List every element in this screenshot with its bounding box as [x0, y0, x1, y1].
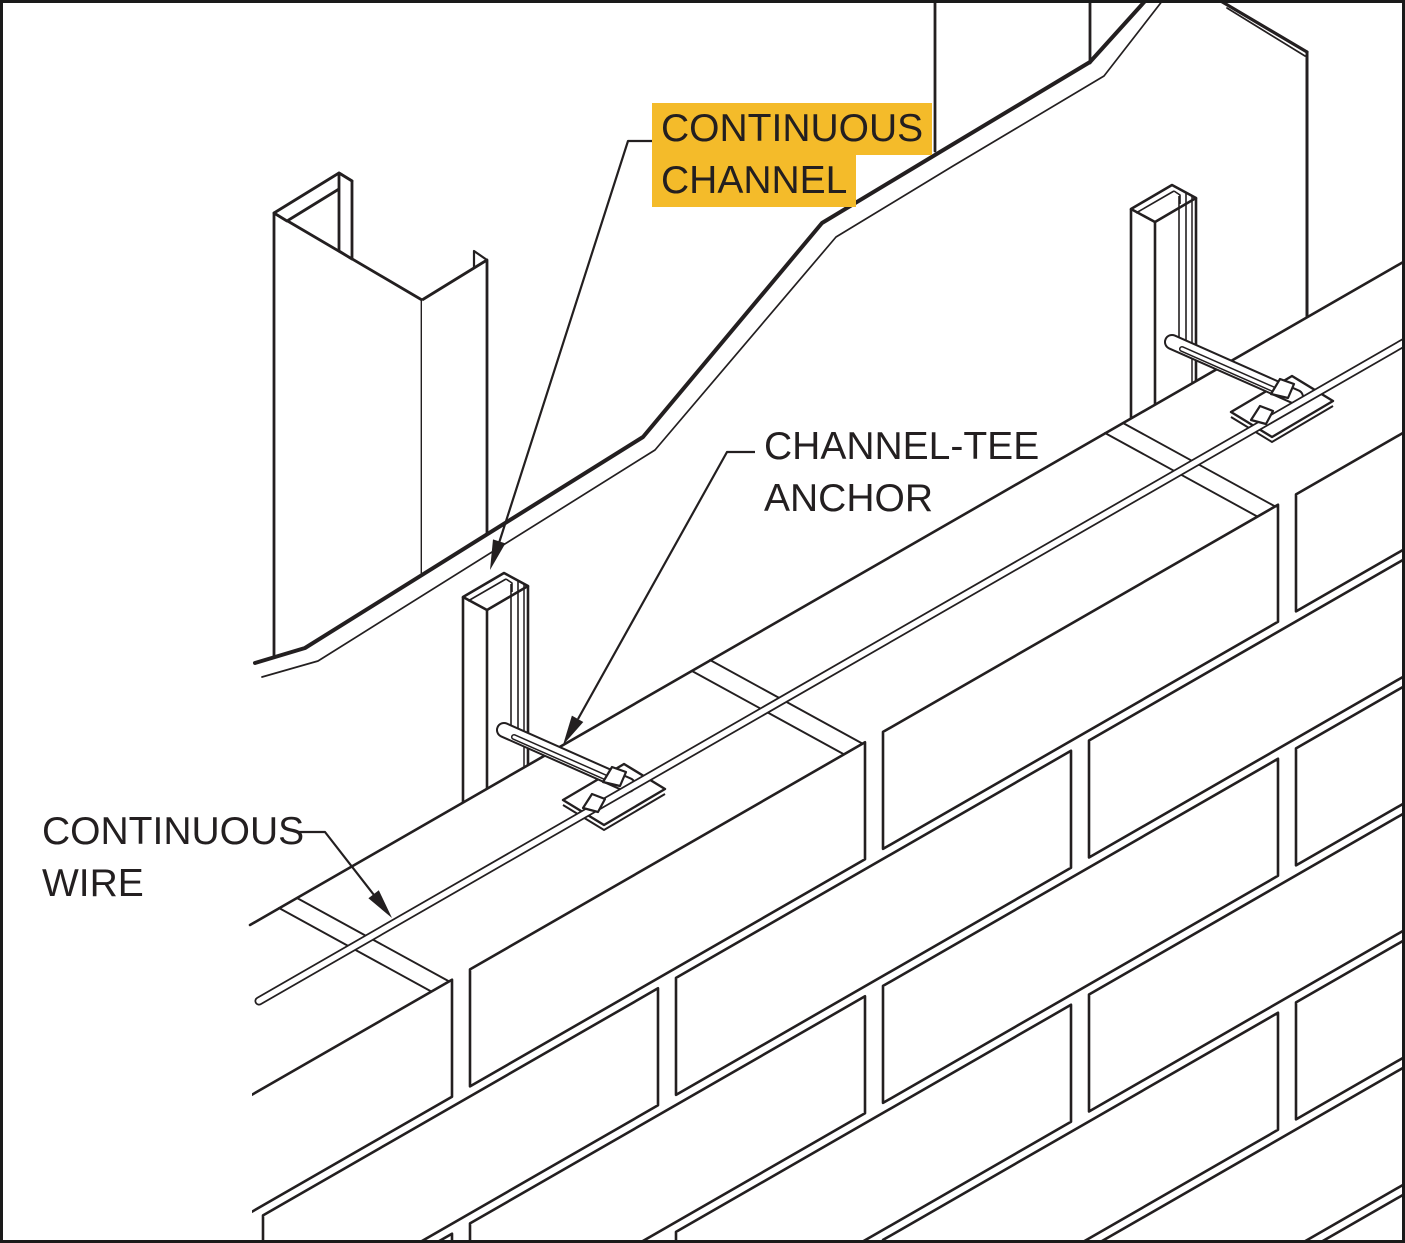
label-continuous-wire: CONTINUOUS WIRE — [42, 810, 305, 905]
arrowhead — [563, 715, 584, 745]
leader-lines — [298, 139, 755, 918]
arrowhead — [490, 539, 506, 570]
highlighted-text: CHANNEL — [652, 155, 857, 207]
leader-channel-tee-anchor — [577, 450, 755, 720]
highlighted-text: CONTINUOUS — [652, 103, 933, 155]
anchor-wire-tabs — [581, 377, 1296, 814]
brick-veneer — [252, 430, 1405, 1243]
brick-top-head-joint — [1104, 422, 1279, 519]
continuous-channel-center — [461, 571, 530, 830]
wall-cut-edge-inner — [261, 0, 1164, 678]
wall-corner-top-edge — [1217, 0, 1309, 54]
brick-top-head-joint — [691, 659, 866, 757]
leader-continuous-wire — [298, 830, 375, 896]
label-channel-tee-anchor: CHANNEL-TEE ANCHOR — [764, 425, 1040, 520]
label-continuous-channel: CONTINUOUS CHANNEL — [652, 103, 933, 207]
continuous-wire — [254, 337, 1405, 1006]
brick-back-top-edge — [248, 259, 1405, 927]
wall-corner-top-edge-inner — [1226, 7, 1306, 57]
anchor-plate-thickness — [1230, 405, 1334, 444]
leader-continuous-channel — [497, 139, 655, 544]
brick-top-head-joint — [278, 897, 453, 994]
arrowhead — [368, 890, 392, 918]
